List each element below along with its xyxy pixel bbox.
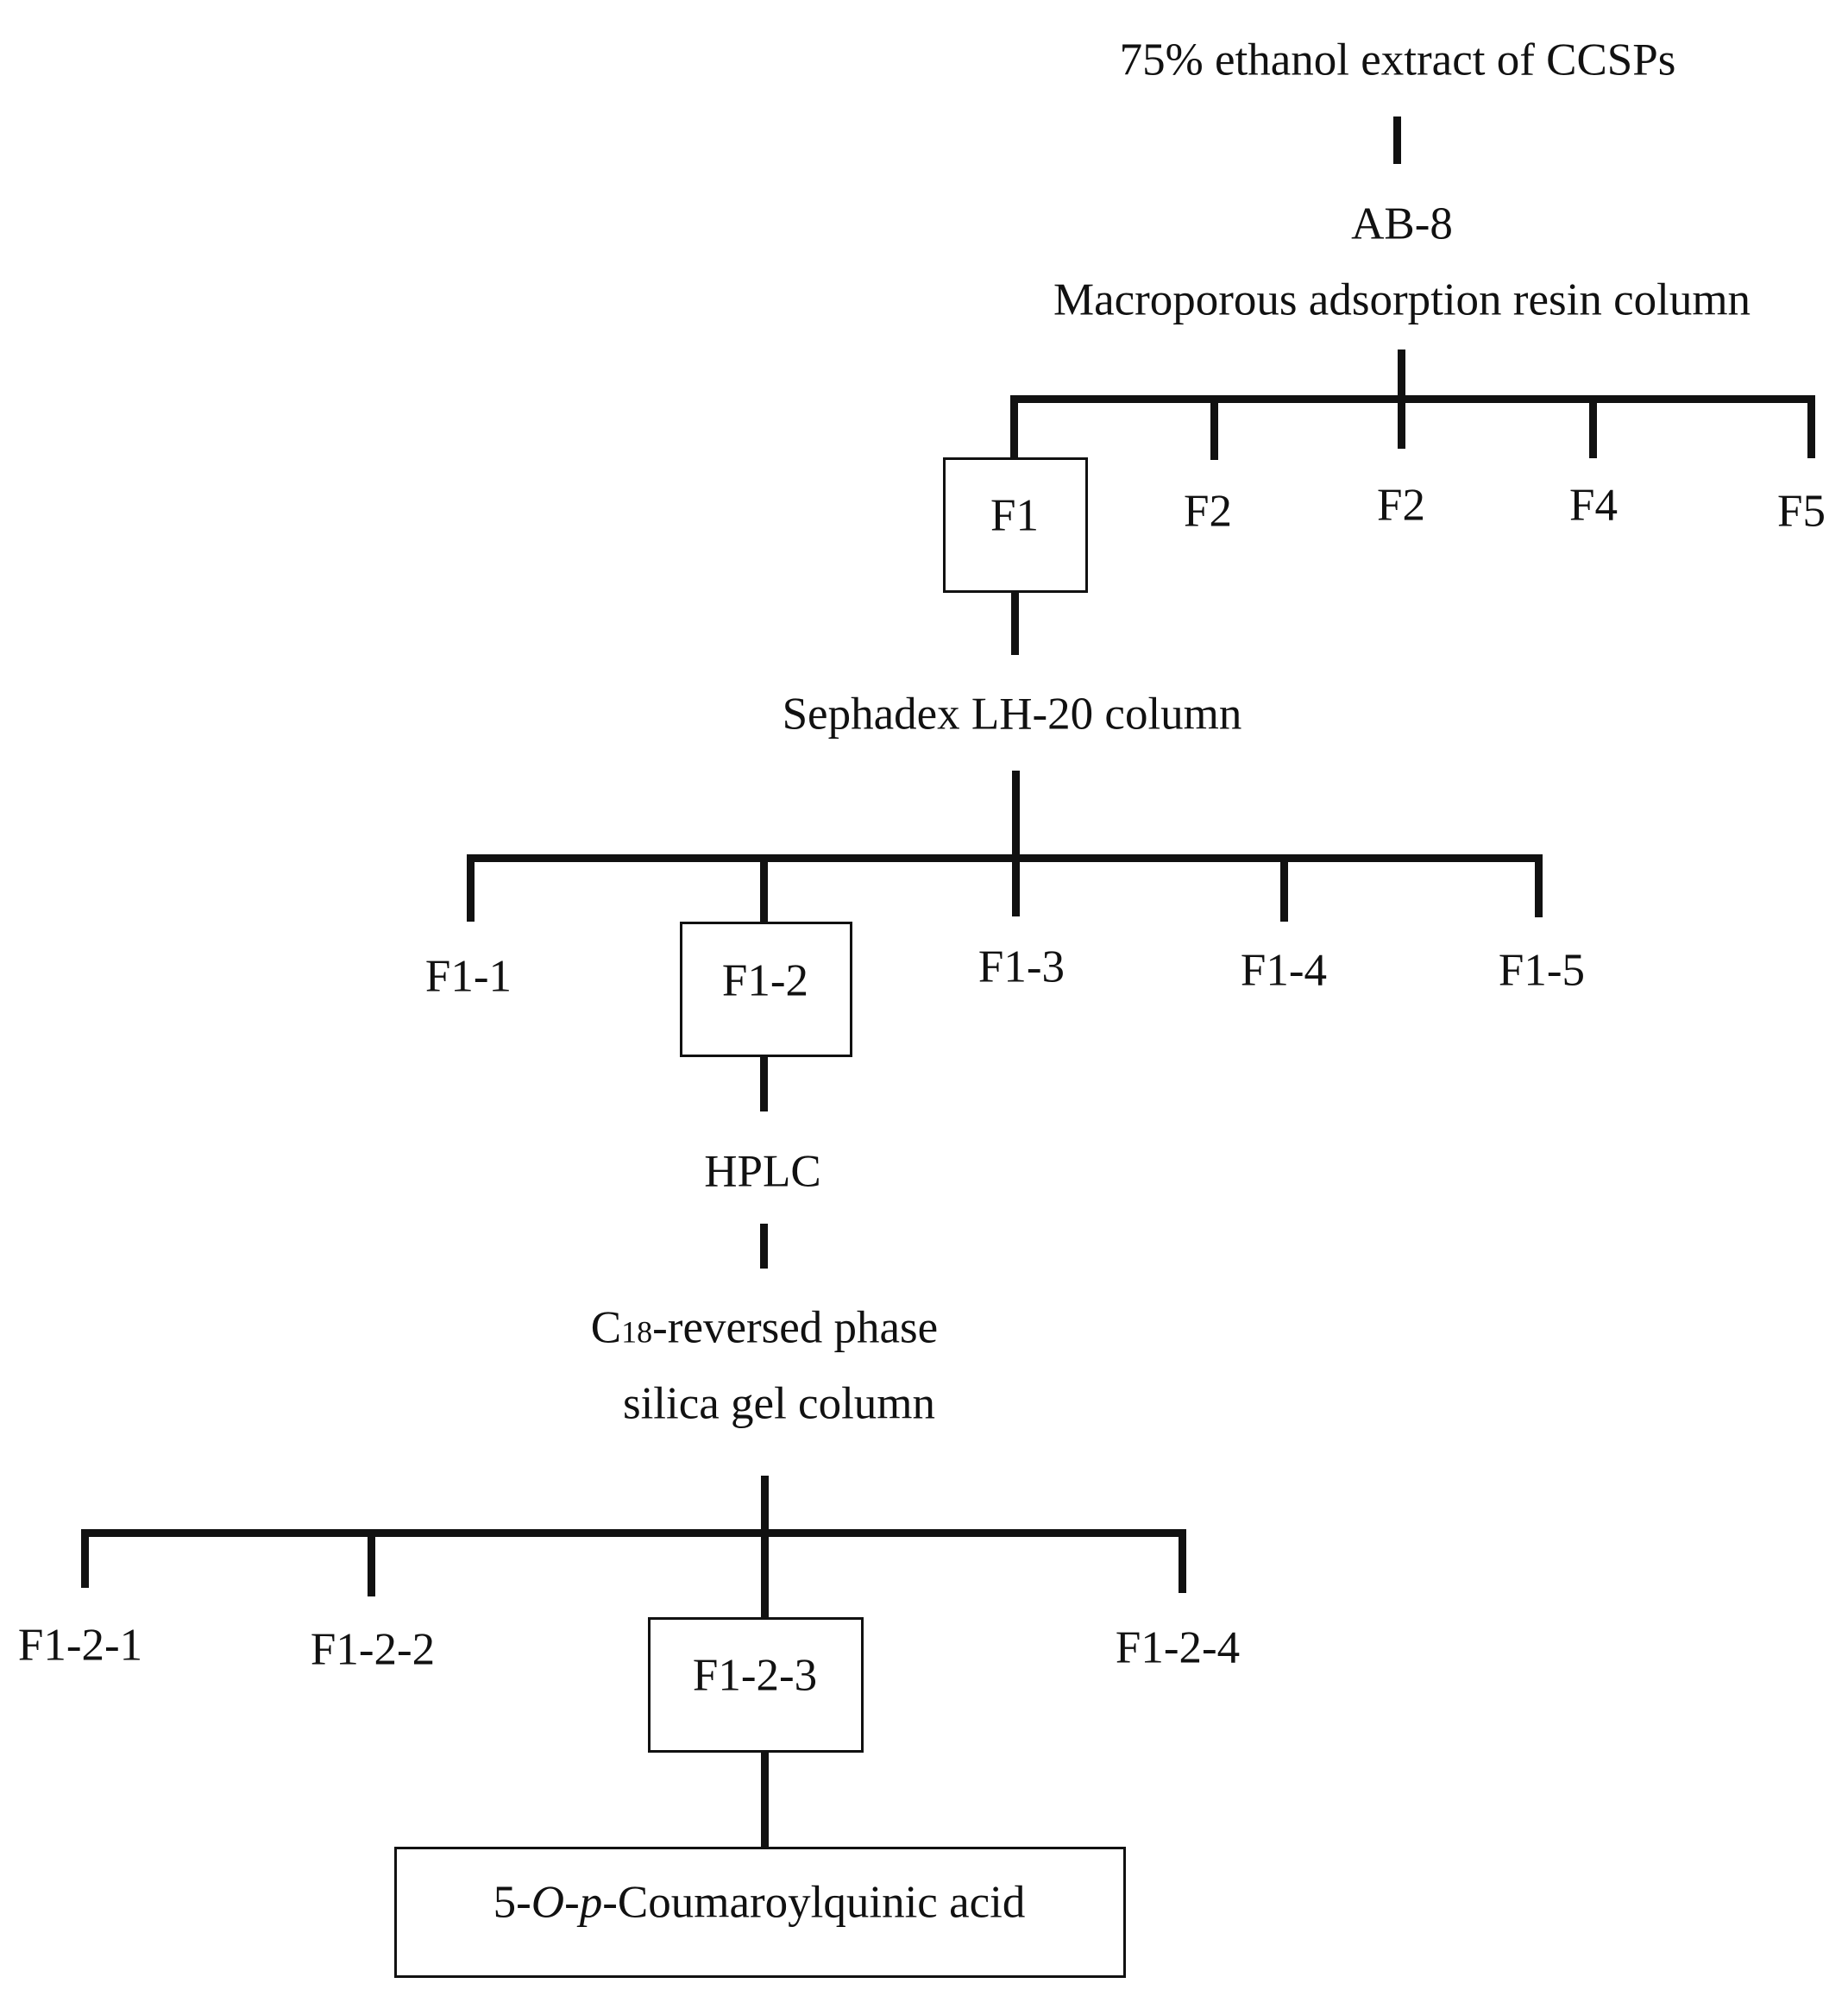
fraction-label: F1-2-3 <box>692 1650 818 1701</box>
product-suffix: -Coumaroylquinic acid <box>602 1877 1026 1928</box>
product-italic-o: O <box>531 1877 565 1928</box>
product-box <box>394 1847 1126 1978</box>
branch-bar <box>467 854 1543 862</box>
step1-column-label: Macroporous adsorption resin column <box>1053 274 1751 325</box>
fraction-label: F1-2 <box>721 955 809 1006</box>
step2-column-label: Sephadex LH-20 column <box>782 689 1242 740</box>
fraction-label: F4 <box>1569 480 1618 531</box>
connector <box>760 1057 768 1111</box>
connector <box>1011 593 1019 655</box>
product-italic-p: p <box>579 1877 603 1928</box>
branch-drop <box>467 854 475 922</box>
branch-drop <box>1012 854 1020 916</box>
step1-resin-label: AB-8 <box>1351 198 1453 249</box>
connector <box>761 1476 769 1618</box>
fraction-label: F2 <box>1184 486 1232 537</box>
fraction-label: F1-1 <box>424 951 512 1002</box>
fraction-label: F2 <box>1377 480 1425 531</box>
product-dash: - <box>564 1877 580 1928</box>
branch-drop <box>1010 395 1018 457</box>
branch-drop <box>1210 395 1218 460</box>
branch-drop <box>81 1529 89 1588</box>
connector <box>760 1224 768 1269</box>
connector <box>1393 116 1401 164</box>
selected-fraction-box <box>680 922 852 1057</box>
connector <box>761 1753 769 1848</box>
selected-fraction-box <box>648 1617 864 1753</box>
fraction-label: F5 <box>1777 486 1826 537</box>
fraction-label: F1-2-1 <box>17 1620 143 1671</box>
carbon-subscript: 18 <box>621 1314 653 1350</box>
branch-drop <box>1589 395 1597 458</box>
selected-fraction-box <box>943 457 1088 593</box>
fraction-label: F1-4 <box>1240 945 1328 996</box>
branch-drop <box>760 854 768 922</box>
branch-drop <box>1179 1529 1186 1593</box>
branch-bar <box>1010 395 1815 403</box>
fraction-label: F1-3 <box>977 941 1065 992</box>
step3-column-label-line1: C18-reversed phase <box>590 1302 939 1353</box>
branch-bar <box>81 1529 1186 1537</box>
branch-drop <box>1535 854 1543 917</box>
carbon-label: C <box>590 1302 622 1353</box>
branch-drop <box>1280 854 1288 922</box>
fraction-label: F1-2-4 <box>1115 1622 1241 1673</box>
fraction-label: F1-2-2 <box>310 1624 436 1675</box>
fraction-label: F1 <box>990 490 1039 541</box>
step3-method-label: HPLC <box>704 1146 821 1197</box>
fraction-label: F1-5 <box>1498 945 1586 996</box>
step3-column-label-line2: silica gel column <box>622 1378 936 1429</box>
branch-drop <box>1807 395 1815 458</box>
connector <box>1012 771 1020 857</box>
product-label: 5-O-p-Coumaroylquinic acid <box>493 1880 1026 1926</box>
product-prefix: 5- <box>493 1877 531 1928</box>
phase-label: -reversed phase <box>652 1302 939 1353</box>
extract-label: 75% ethanol extract of CCSPs <box>1119 35 1676 85</box>
branch-drop <box>368 1529 375 1596</box>
